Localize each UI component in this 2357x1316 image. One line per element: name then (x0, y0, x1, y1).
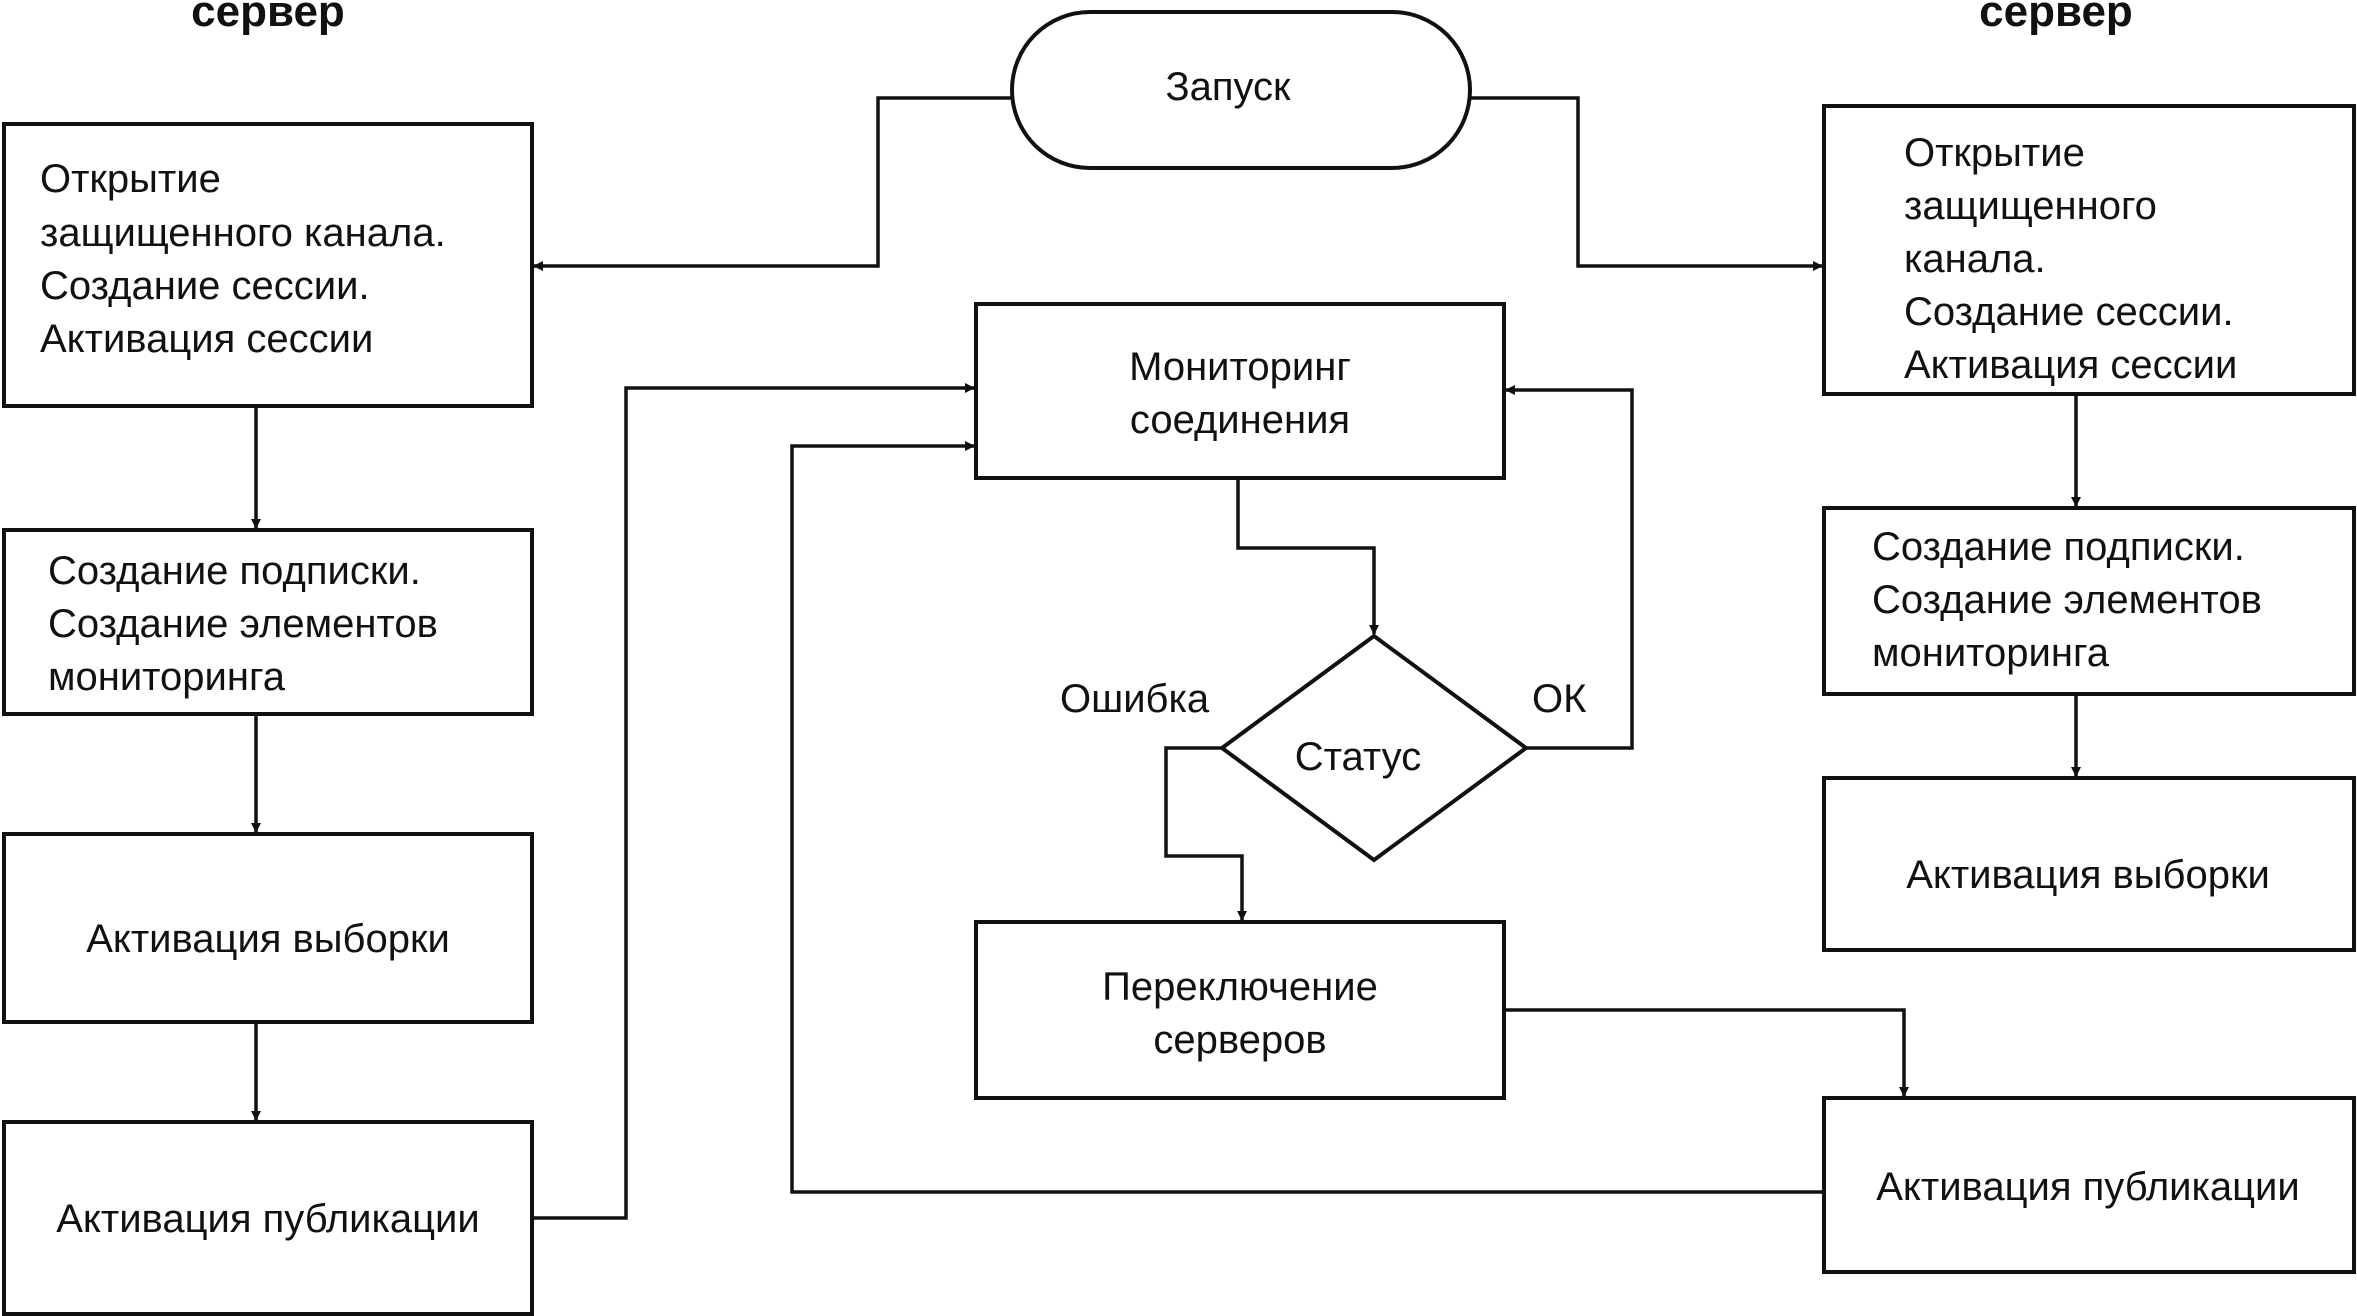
right-subscription-box: Создание подписки. Создание элементов мо… (1822, 506, 2356, 696)
connector-start-to-right (1470, 96, 1823, 271)
right-open-channel-line: Создание сессии. (1904, 290, 2234, 334)
right-open-channel-line: защищенного (1904, 184, 2157, 228)
left-publishing-label: Активация публикации (56, 1197, 480, 1241)
left-open-channel-line: Открытие (40, 157, 221, 201)
right-open-channel-line: канала. (1904, 237, 2046, 281)
monitoring-box: Мониторинг соединения (974, 302, 1506, 480)
right-subscription-line: мониторинга (1872, 631, 2110, 675)
left-subscription-box: Создание подписки. Создание элементов мо… (2, 528, 534, 716)
left-subscription-line: мониторинга (48, 655, 286, 699)
error-branch-label: Ошибка (1060, 677, 1210, 721)
right-open-channel-line: Активация сессии (1904, 343, 2237, 387)
start-label: Запуск (1165, 65, 1291, 109)
start-terminator: Запуск (1010, 10, 1472, 170)
switch-servers-line: Переключение (1102, 965, 1378, 1009)
left-subscription-line: Создание подписки. (48, 549, 421, 593)
connector-left-publishing-to-monitoring (532, 383, 975, 1220)
connector-start-to-left (533, 96, 1012, 271)
left-subscription-line: Создание элементов (48, 602, 438, 646)
switch-servers-line: серверов (1153, 1018, 1326, 1062)
right-publishing-label: Активация публикации (1876, 1165, 2300, 1209)
left-open-channel-box: Открытие защищенного канала. Создание се… (2, 122, 534, 408)
connector-right-publishing-to-monitoring (790, 441, 1824, 1194)
right-publishing-box: Активация публикации (1822, 1096, 2356, 1274)
connector-switch-to-right-publishing (1504, 1008, 1909, 1097)
right-open-channel-box: Открытие защищенного канала. Создание се… (1822, 104, 2356, 396)
right-sampling-box: Активация выборки (1822, 776, 2356, 952)
left-server-header: сервер (191, 0, 345, 36)
left-open-channel-line: Создание сессии. (40, 264, 370, 308)
left-sampling-label: Активация выборки (86, 917, 450, 961)
left-open-channel-line: Активация сессии (40, 317, 373, 361)
ok-branch-label: ОК (1532, 677, 1587, 721)
right-server-header: сервер (1979, 0, 2133, 36)
connector-status-error-to-switch (1164, 746, 1247, 921)
right-subscription-line: Создание элементов (1872, 578, 2262, 622)
right-subscription-line: Создание подписки. (1872, 525, 2245, 569)
status-decision: Статус (1218, 633, 1530, 863)
status-label: Статус (1295, 735, 1421, 779)
connector-status-ok-to-monitoring (1505, 385, 1634, 750)
left-open-channel-line: защищенного канала. (40, 211, 446, 255)
right-sampling-label: Активация выборки (1906, 853, 2270, 897)
right-open-channel-line: Открытие (1904, 131, 2085, 175)
switch-servers-box: Переключение серверов (974, 920, 1506, 1100)
left-publishing-box: Активация публикации (2, 1120, 534, 1316)
left-sampling-box: Активация выборки (2, 832, 534, 1024)
monitoring-line: Мониторинг (1129, 345, 1351, 389)
monitoring-line: соединения (1130, 398, 1350, 442)
connector-monitoring-to-status (1236, 478, 1379, 635)
